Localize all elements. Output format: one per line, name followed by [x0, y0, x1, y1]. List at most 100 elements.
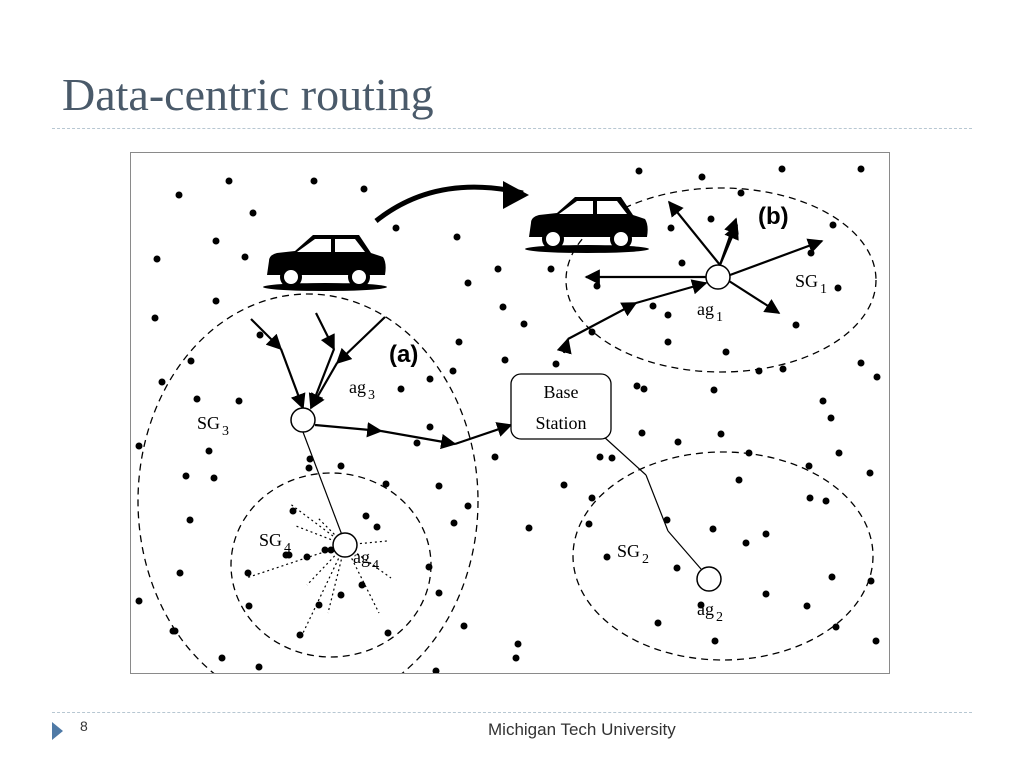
sensor-node — [435, 589, 443, 597]
sensor-node — [176, 569, 184, 577]
sensor-node — [315, 601, 323, 609]
sensor-node — [135, 597, 143, 605]
sensor-node — [449, 367, 457, 375]
sensor-node — [360, 185, 368, 193]
sensor-node — [520, 320, 528, 328]
sensor-node — [337, 462, 345, 470]
target-movement-arrowhead — [503, 181, 529, 209]
sensor-node — [717, 430, 725, 438]
sensor-node — [792, 321, 800, 329]
sg3-sg4-link — [302, 431, 346, 544]
sensor-node — [392, 224, 400, 232]
sensor-node — [241, 253, 249, 261]
sensor-node — [828, 573, 836, 581]
sg4-boundary — [230, 472, 432, 658]
flow-arrow — [308, 348, 336, 410]
sensor-node — [337, 591, 345, 599]
base-sg2-link-2 — [645, 474, 669, 532]
sensor-node — [552, 360, 560, 368]
sensor-node — [256, 331, 264, 339]
sensor-node — [244, 569, 252, 577]
sensor-node — [707, 215, 715, 223]
sg4-local-links — [245, 502, 392, 634]
sensor-node — [282, 551, 290, 559]
sensor-node — [654, 619, 662, 627]
sensor-node — [305, 464, 313, 472]
car-icon — [263, 235, 387, 291]
sensor-node — [426, 423, 434, 431]
sensor-node — [453, 233, 461, 241]
sensor-node — [673, 564, 681, 572]
sensor-node — [822, 497, 830, 505]
local-link — [295, 525, 346, 546]
flow-arrow — [728, 280, 781, 314]
triangle-bullet-icon — [52, 722, 63, 740]
sensor-node — [857, 165, 865, 173]
aggregator-node-ag1 — [705, 264, 731, 290]
sensor-node — [807, 249, 815, 257]
sensor-node — [603, 553, 611, 561]
sensor-node — [596, 453, 604, 461]
sensor-node — [289, 507, 297, 515]
sensor-node — [514, 640, 522, 648]
sensor-node — [435, 482, 443, 490]
flow-arrow — [279, 348, 306, 410]
sensor-node — [827, 414, 835, 422]
sensor-node — [698, 173, 706, 181]
sensor-nodes — [135, 165, 881, 673]
sensor-node — [464, 279, 472, 287]
sensor-node — [499, 303, 507, 311]
page-number: 8 — [80, 718, 88, 734]
sensor-node — [501, 356, 509, 364]
sensor-node — [450, 519, 458, 527]
target-movement-arrow — [374, 184, 524, 223]
sensor-node — [491, 453, 499, 461]
sensor-node — [153, 255, 161, 263]
sensor-node — [373, 523, 381, 531]
sensor-node — [413, 439, 421, 447]
flow-arrow — [310, 362, 338, 410]
data-flow-arrows — [250, 200, 824, 450]
sensor-node — [186, 516, 194, 524]
flow-arrow — [668, 200, 721, 266]
sensor-node — [588, 494, 596, 502]
sensor-node — [722, 348, 730, 356]
base-sg2-link-1 — [602, 435, 647, 476]
sensor-node — [674, 438, 682, 446]
sensor-node — [205, 447, 213, 455]
local-link — [302, 544, 346, 634]
sensor-node — [512, 654, 520, 662]
sensor-node — [664, 311, 672, 319]
sensor-node — [735, 476, 743, 484]
sensor-node — [762, 530, 770, 538]
sensor-node — [710, 386, 718, 394]
flow-arrow — [454, 422, 513, 446]
base-station-box — [510, 373, 612, 440]
sensor-node — [638, 429, 646, 437]
sensor-node — [303, 553, 311, 561]
sensor-node — [358, 581, 366, 589]
sensor-node — [382, 480, 390, 488]
sensor-node — [182, 472, 190, 480]
sensor-node — [803, 602, 811, 610]
flow-arrow — [556, 337, 572, 355]
sg2-boundary — [572, 451, 874, 661]
aggregator-node-ag4 — [332, 532, 358, 558]
sensor-node — [560, 481, 568, 489]
sensor-node — [210, 474, 218, 482]
sensor-node — [464, 502, 472, 510]
sensor-node — [158, 378, 166, 386]
slide-title: Data-centric routing — [62, 69, 434, 120]
sensor-node — [711, 637, 719, 645]
sensor-node — [806, 494, 814, 502]
sensor-node — [608, 454, 616, 462]
footer-text: Michigan Tech University — [488, 720, 676, 739]
flow-arrow — [635, 279, 708, 305]
sensor-node — [829, 221, 837, 229]
